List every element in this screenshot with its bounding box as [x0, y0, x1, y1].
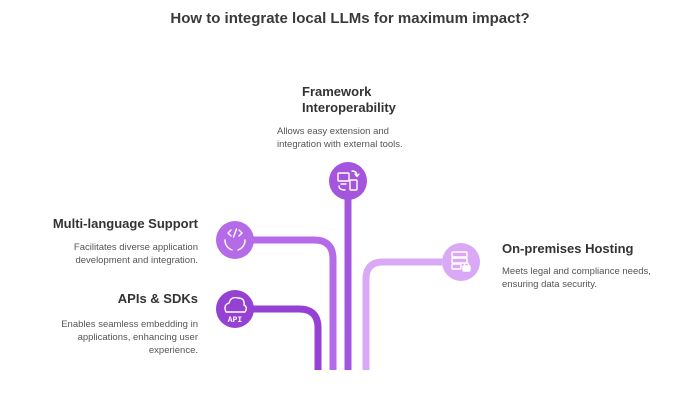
apis-connector — [252, 305, 322, 370]
server-lock-icon — [451, 251, 471, 272]
multilang-connector — [252, 236, 337, 370]
framework-desc-line2: integration with external tools. — [277, 139, 403, 150]
apis-title: APIs & SDKs — [117, 291, 198, 306]
onprem-desc-line1: Meets legal and compliance needs, — [502, 266, 651, 277]
multilang-desc-line2: development and integration. — [75, 255, 198, 266]
framework-title-line2: Interoperability — [302, 100, 396, 115]
apis-desc-line2: applications, enhancing user — [77, 332, 198, 343]
onprem-desc-line2: ensuring data security. — [502, 279, 597, 290]
framework-desc-line1: Allows easy extension and — [277, 126, 389, 137]
apis-description: Enables seamless embedding in applicatio… — [40, 318, 198, 357]
devices-sync-icon — [337, 170, 360, 191]
page-title: How to integrate local LLMs for maximum … — [170, 10, 530, 27]
cloud-api-icon: API — [224, 296, 247, 325]
multilang-description: Facilitates diverse application developm… — [40, 241, 198, 267]
framework-title-line1: Framework — [302, 84, 372, 99]
onprem-title: On-premises Hosting — [502, 241, 634, 256]
onprem-description: Meets legal and compliance needs, ensuri… — [502, 265, 672, 291]
onprem-connector — [362, 258, 442, 370]
api-icon-text: API — [228, 316, 243, 325]
framework-description: Allows easy extension and integration wi… — [277, 125, 447, 151]
code-hands-icon — [224, 228, 246, 251]
multilang-title: Multi-language Support — [52, 216, 198, 231]
framework-node — [329, 162, 367, 200]
framework-title: Framework Interoperability — [302, 84, 452, 116]
onprem-node — [442, 243, 480, 281]
apis-desc-line3: experience. — [148, 345, 198, 356]
apis-node: API — [216, 290, 254, 328]
multilang-node — [216, 221, 254, 259]
multilang-desc-line1: Facilitates diverse application — [73, 242, 198, 253]
apis-desc-line1: Enables seamless embedding in — [61, 319, 198, 330]
